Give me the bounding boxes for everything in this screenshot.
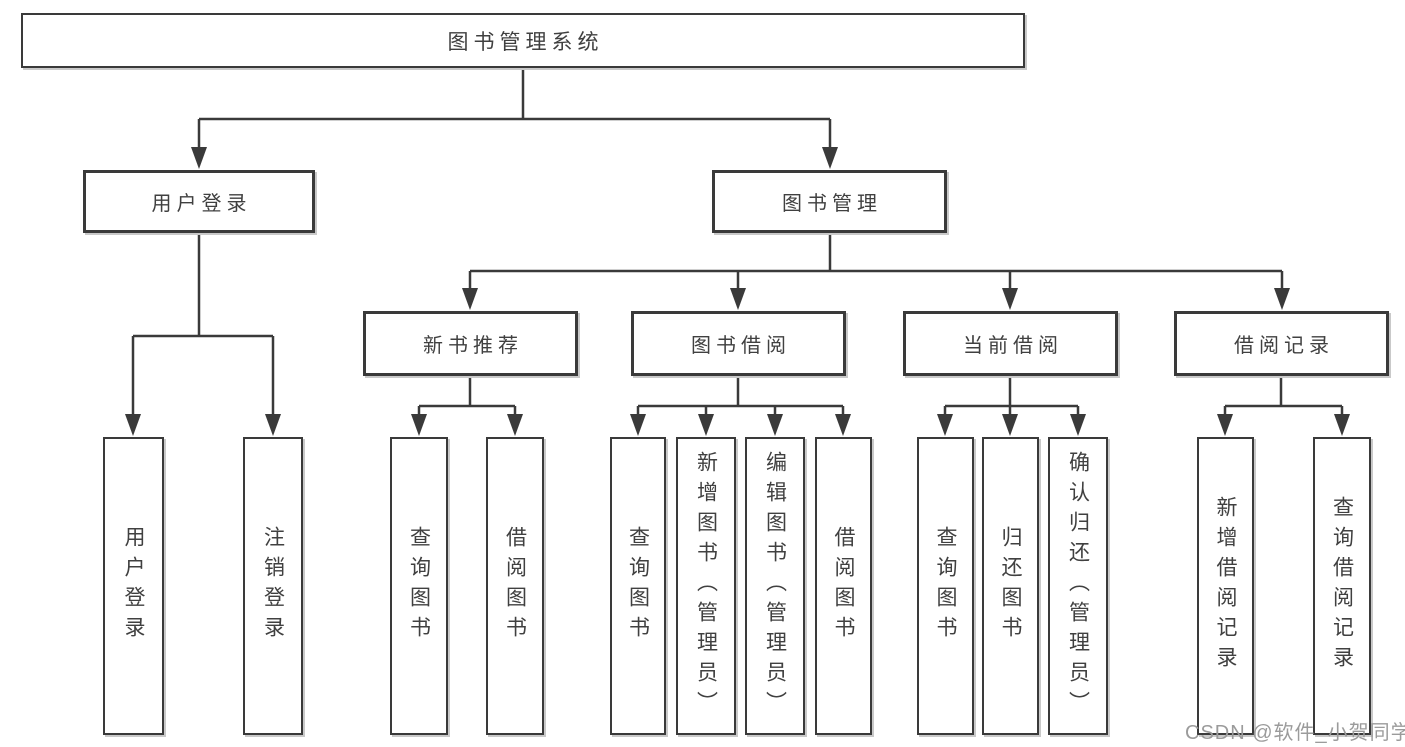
leaf-borrow-books-recommend: 借阅图书 (486, 437, 544, 735)
node-borrowing-records: 借阅记录 (1174, 311, 1389, 376)
node-new-book-recommend: 新书推荐 (363, 311, 578, 376)
leaf-add-books-admin: 新增图书（管理员） (676, 437, 736, 735)
arrowheads (125, 147, 1350, 436)
leaf-query-borrow-record: 查询借阅记录 (1313, 437, 1371, 735)
node-root-system: 图书管理系统 (21, 13, 1025, 68)
leaf-query-books-recommend: 查询图书 (390, 437, 448, 735)
leaf-edit-books-admin: 编辑图书（管理员） (745, 437, 805, 735)
leaf-confirm-return-admin: 确认归还（管理员） (1048, 437, 1108, 735)
csdn-watermark: CSDN @软件_小贺同学 (1185, 722, 1405, 744)
node-current-borrowing: 当前借阅 (903, 311, 1118, 376)
leaf-borrow-books-borrowing: 借阅图书 (815, 437, 872, 735)
leaf-user-login: 用户登录 (103, 437, 164, 735)
node-book-borrowing: 图书借阅 (631, 311, 846, 376)
leaf-return-books: 归还图书 (982, 437, 1039, 735)
leaf-query-books-current: 查询图书 (917, 437, 974, 735)
leaf-query-books-borrowing: 查询图书 (610, 437, 666, 735)
node-user-login-group: 用户登录 (83, 170, 315, 233)
node-book-management-group: 图书管理 (712, 170, 947, 233)
leaf-add-borrow-record: 新增借阅记录 (1197, 437, 1254, 735)
leaf-logout: 注销登录 (243, 437, 303, 735)
